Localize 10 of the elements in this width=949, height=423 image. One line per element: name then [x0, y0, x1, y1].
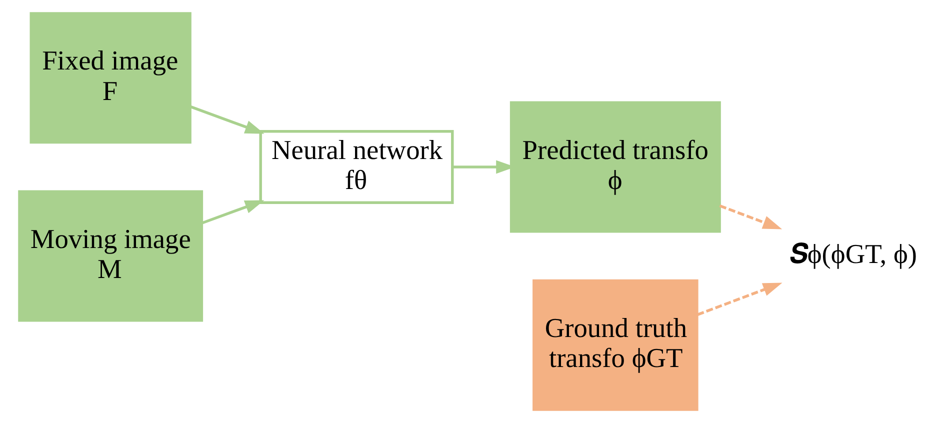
node-box: Predicted transfo ϕ [509, 101, 720, 233]
arrow [200, 200, 264, 224]
node-box: Neural network fθ [258, 130, 454, 204]
node-box: Moving image M [18, 190, 203, 322]
node-text: 𝑺ϕ(ϕGT, ϕ) [788, 238, 917, 269]
arrow [718, 204, 782, 230]
node-box: Fixed image F [29, 12, 191, 144]
arrow [189, 105, 264, 134]
arrow [696, 282, 782, 316]
node-box: Ground truth transfo ϕGT [532, 279, 698, 411]
